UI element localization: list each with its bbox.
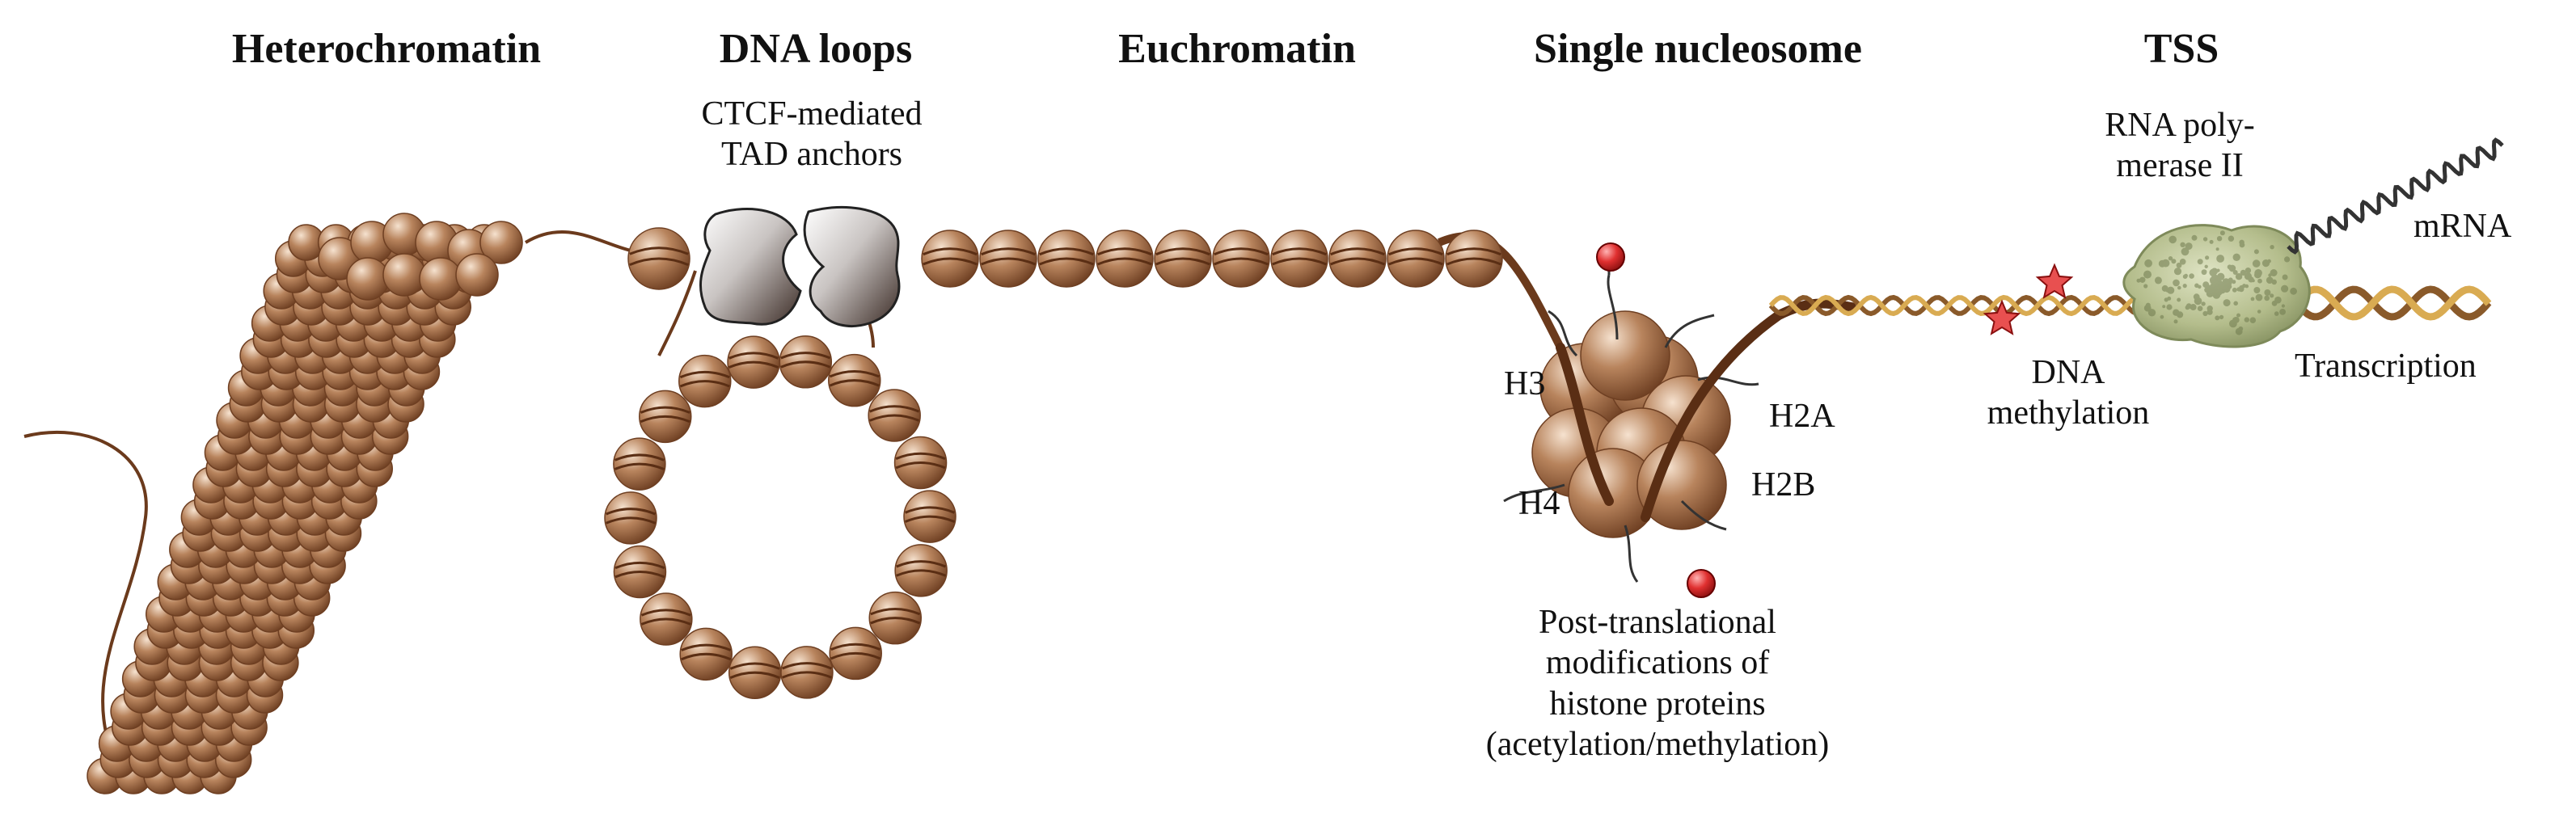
label-h4: H4 xyxy=(1518,483,1560,524)
heading-euchromatin: Euchromatin xyxy=(1118,24,1356,74)
nucleosome-bead xyxy=(383,254,425,296)
ctcf-left-icon xyxy=(700,209,800,324)
heading-single-nucleosome: Single nucleosome xyxy=(1534,24,1862,74)
label-rnap-line1: RNA poly- xyxy=(2105,105,2255,145)
label-rnap-line2: merase II xyxy=(2105,145,2255,186)
modification-top-icon xyxy=(1597,243,1624,271)
heterochromatin-linker xyxy=(526,232,631,251)
label-ptm-line2: modifications of xyxy=(1486,643,1830,683)
heading-dna-loops: DNA loops xyxy=(720,24,912,74)
label-ptm-line4: (acetylation/methylation) xyxy=(1486,724,1830,765)
modification-bottom-icon xyxy=(1687,570,1715,597)
nucleosome-bead xyxy=(420,258,462,300)
label-dna-methylation: DNA methylation xyxy=(1987,352,2150,434)
label-transcription: Transcription xyxy=(2295,346,2477,386)
label-rna-polymerase: RNA poly- merase II xyxy=(2105,105,2255,187)
nucleosome-bead xyxy=(347,258,389,300)
label-h2a: H2A xyxy=(1769,396,1835,436)
label-ptm-line3: histone proteins xyxy=(1486,684,1830,724)
label-dna-meth-line1: DNA xyxy=(1987,352,2150,393)
label-ptm-line1: Post-translational xyxy=(1486,602,1830,643)
label-h2b: H2B xyxy=(1751,465,1815,505)
heading-tss: TSS xyxy=(2144,24,2219,74)
label-ctcf-line2: TAD anchors xyxy=(702,134,923,175)
methyl-star-icon xyxy=(2038,265,2071,297)
dna-loop-beads xyxy=(605,336,956,698)
heterochromatin-beads xyxy=(87,213,522,794)
label-mrna: mRNA xyxy=(2413,206,2511,247)
ctcf-anchor-complex xyxy=(700,207,898,326)
label-h3: H3 xyxy=(1504,364,1545,404)
label-dna-meth-line2: methylation xyxy=(1987,393,2150,433)
label-ctcf-line1: CTCF-mediated xyxy=(702,94,923,134)
ctcf-right-icon xyxy=(804,207,899,326)
label-ctcf-anchors: CTCF-mediated TAD anchors xyxy=(702,94,923,175)
nucleosome-bead xyxy=(456,254,498,296)
heading-heterochromatin: Heterochromatin xyxy=(232,24,541,74)
label-post-translational-modifications: Post-translational modifications of hist… xyxy=(1486,602,1830,765)
